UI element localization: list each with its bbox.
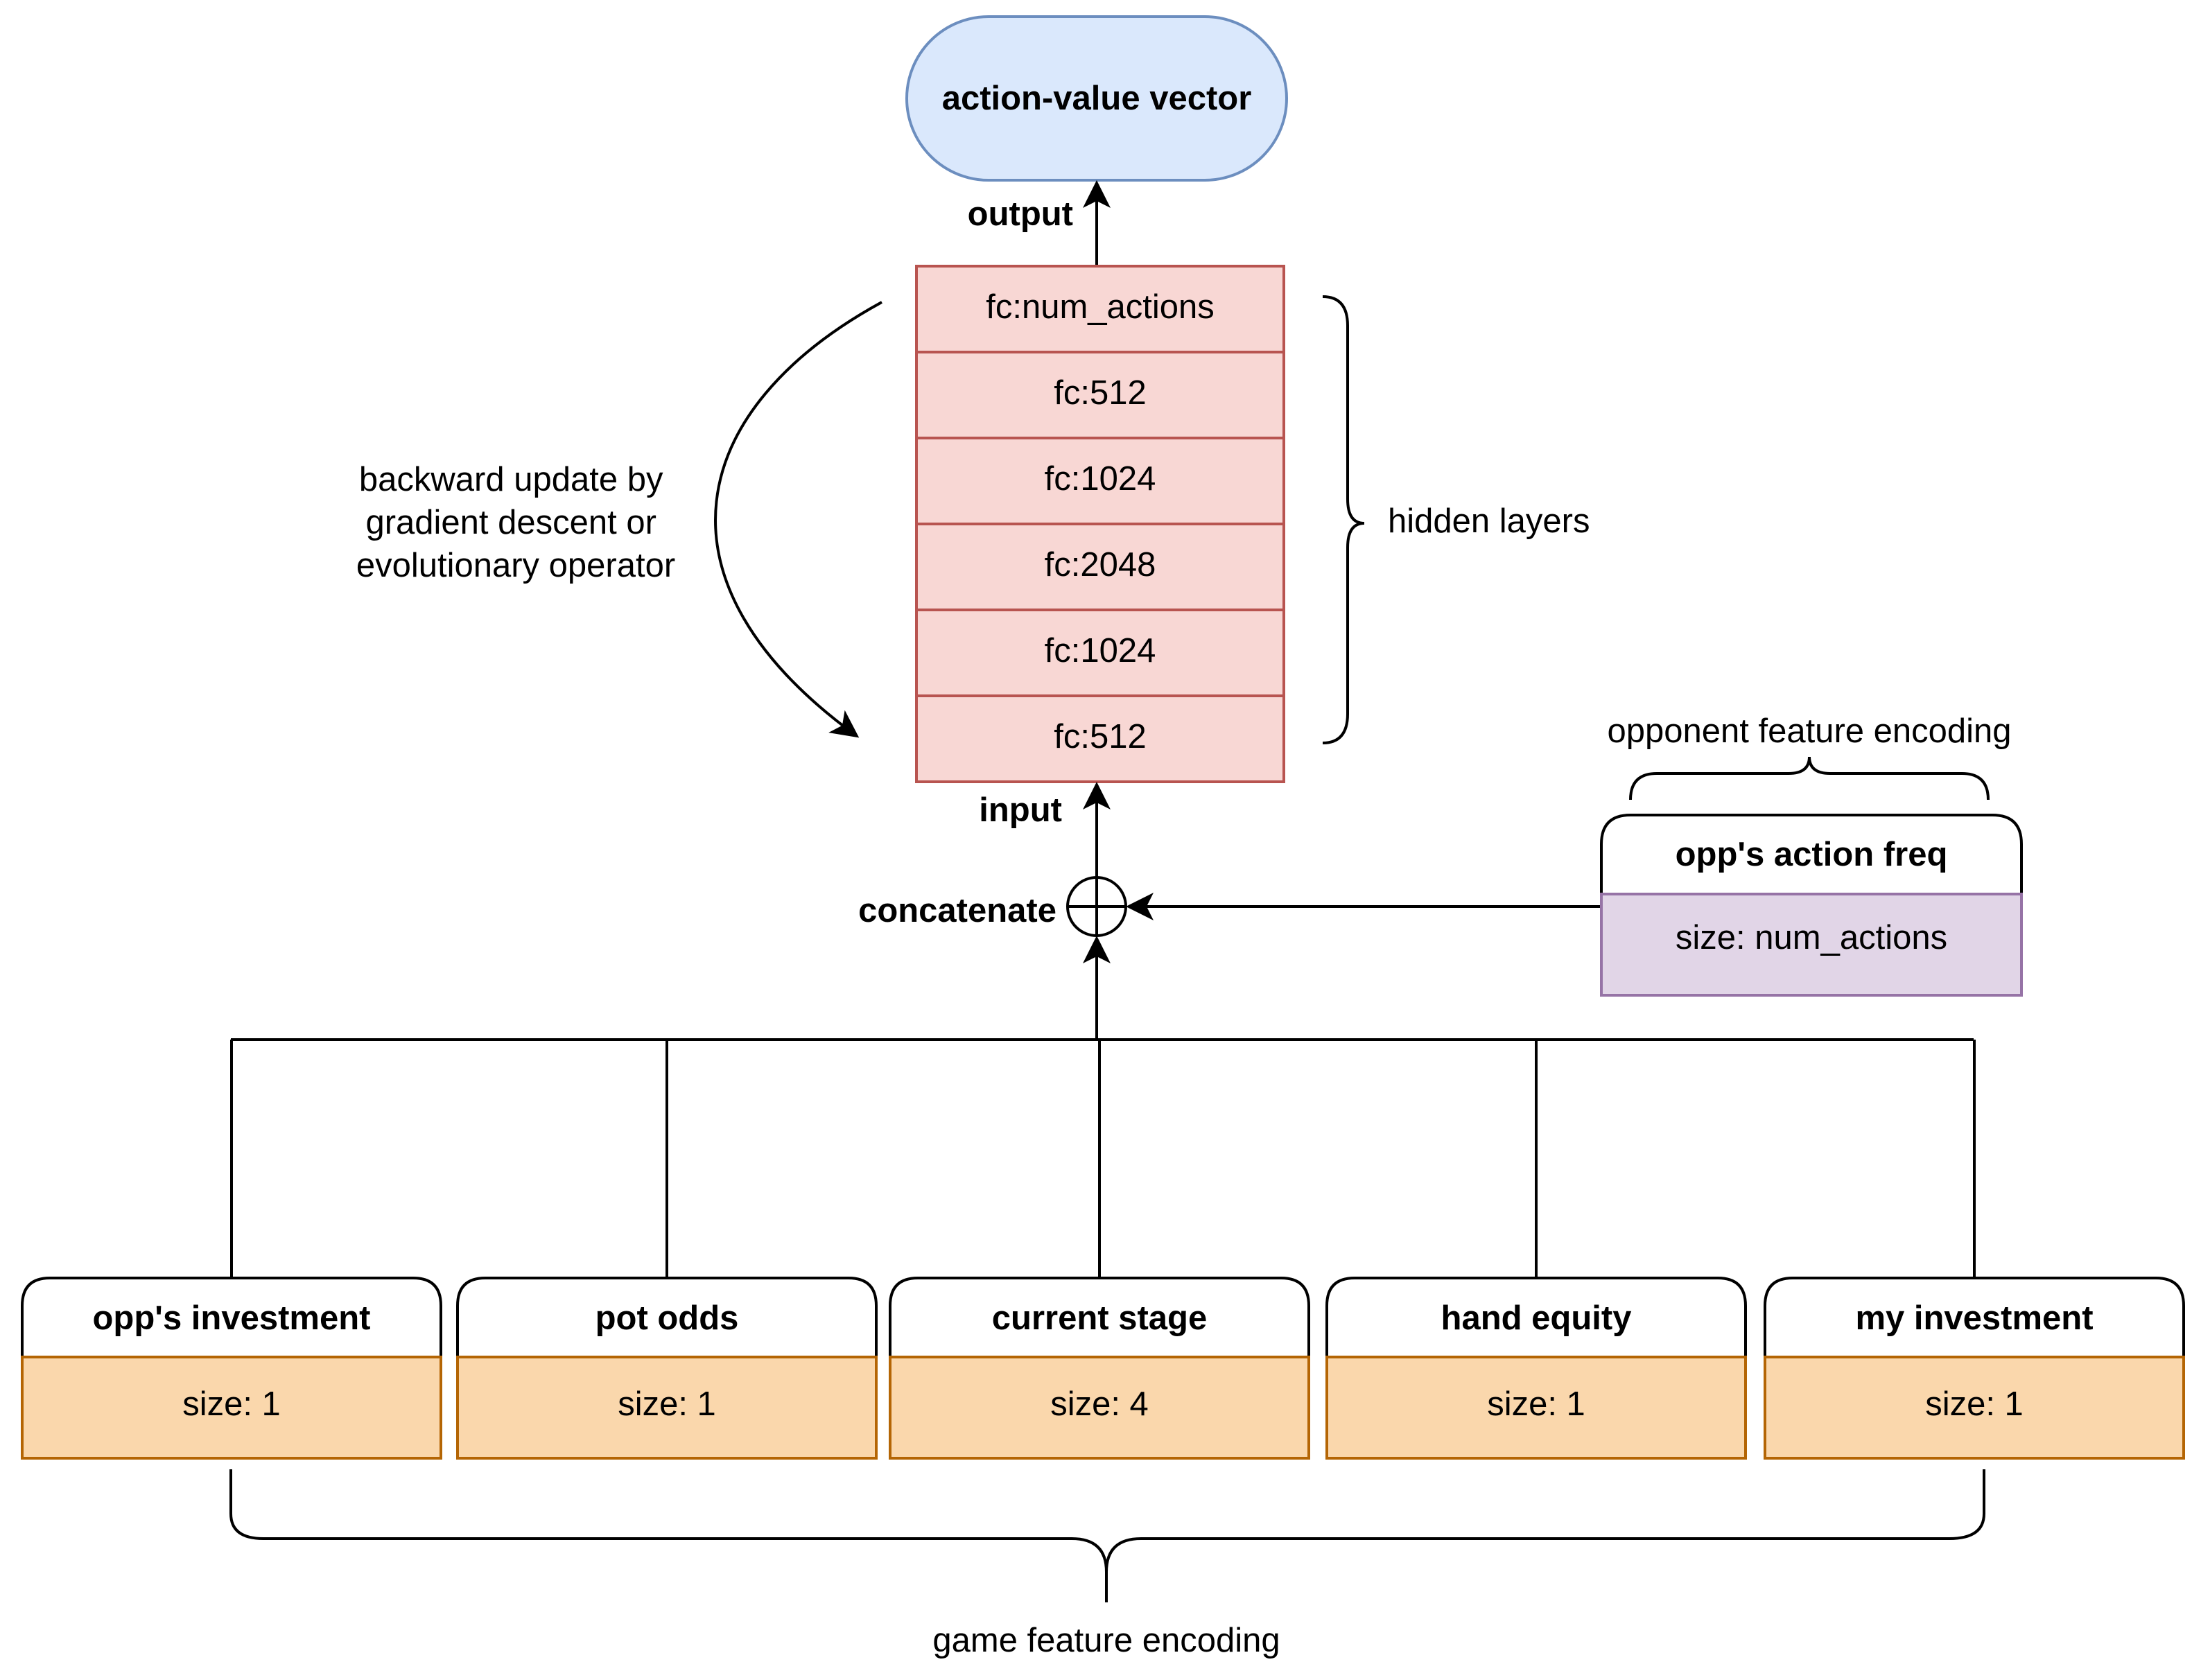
layer-label: fc:512 xyxy=(1054,718,1146,755)
backward-update-arrow xyxy=(714,301,882,738)
hidden-layers-brace xyxy=(1322,295,1365,744)
backward-update-line-3: evolutionary operator xyxy=(356,547,675,584)
feature-title: pot odds xyxy=(595,1300,739,1337)
feature-box-opp-s-investment: opp's investment size: 1 xyxy=(21,1277,442,1460)
opponent-feature-encoding-label: opponent feature encoding xyxy=(1607,712,2011,750)
layer-1: fc:num_actions xyxy=(915,265,1285,353)
feature-size: size: 4 xyxy=(1050,1385,1149,1423)
feature-box-my-investment: my investment size: 1 xyxy=(1764,1277,2185,1460)
opponent-action-freq-size: size: num_actions xyxy=(1676,919,1947,956)
feature-title: my investment xyxy=(1855,1300,2093,1337)
layer-label: fc:1024 xyxy=(1045,460,1156,498)
game-feature-brace xyxy=(229,1469,1985,1602)
feature-title: hand equity xyxy=(1441,1300,1632,1337)
opponent-action-freq-title: opp's action freq xyxy=(1676,836,1948,873)
output-label: output xyxy=(968,195,1073,233)
opponent-action-freq-box: opp's action freq size: num_actions xyxy=(1600,814,2023,997)
layer-label: fc:num_actions xyxy=(986,288,1215,326)
feature-box-current-stage: current stage size: 4 xyxy=(889,1277,1310,1460)
layer-3: fc:1024 xyxy=(915,437,1285,525)
feature-title: opp's investment xyxy=(93,1300,371,1337)
action-value-vector-node: action-value vector xyxy=(905,15,1288,182)
concatenate-symbol xyxy=(1066,876,1127,937)
feature-title: current stage xyxy=(992,1300,1207,1337)
concatenate-label: concatenate xyxy=(858,892,1056,929)
feature-box-pot-odds: pot odds size: 1 xyxy=(456,1277,878,1460)
game-feature-boxes: opp's investment size: 1 pot odds size: 1 cu… xyxy=(21,1040,2185,1460)
layer-4: fc:2048 xyxy=(915,523,1285,611)
backward-update-line-1: backward update by xyxy=(359,461,663,498)
backward-update-label: backward update by gradient descent or e… xyxy=(356,461,675,584)
layer-label: fc:2048 xyxy=(1045,546,1156,584)
network-layer-stack: fc:num_actions fc:512 fc:1024 fc:2048 fc:102… xyxy=(915,265,1285,783)
hidden-layers-label: hidden layers xyxy=(1388,502,1590,540)
input-label: input xyxy=(979,791,1062,829)
feature-size: size: 1 xyxy=(182,1385,281,1423)
layer-label: fc:512 xyxy=(1054,374,1146,412)
action-value-vector-label: action-value vector xyxy=(942,80,1252,117)
opponent-feature-brace xyxy=(1629,756,1990,800)
feature-size: size: 1 xyxy=(1925,1385,2024,1423)
layer-2: fc:512 xyxy=(915,351,1285,439)
layer-label: fc:1024 xyxy=(1045,632,1156,670)
layer-5: fc:1024 xyxy=(915,609,1285,697)
backward-update-line-2: gradient descent or xyxy=(365,504,656,541)
feature-box-hand-equity: hand equity size: 1 xyxy=(1325,1277,1747,1460)
layer-6: fc:512 xyxy=(915,694,1285,783)
game-feature-encoding-label: game feature encoding xyxy=(932,1622,1280,1659)
feature-size: size: 1 xyxy=(618,1385,716,1423)
feature-size: size: 1 xyxy=(1487,1385,1585,1423)
